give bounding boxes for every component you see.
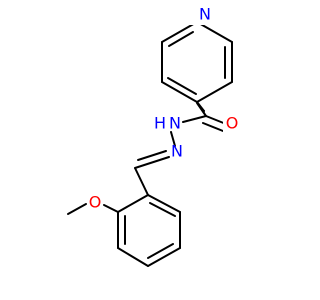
hydrazone-linkage (134, 131, 176, 196)
amide-nitrogen-label: N (169, 114, 181, 133)
bond-c-o-2 (202, 122, 224, 132)
bond-c6-n-inner (168, 31, 194, 47)
atom-labels: N O N H N O (89, 5, 239, 212)
bond-b3-b4 (147, 247, 181, 267)
amide-hydrogen-label: H (154, 114, 166, 133)
bond-c6-n (161, 21, 198, 43)
bond-ring-carbonyl-c (196, 102, 207, 117)
pyridine-ring (161, 21, 233, 103)
bond-c3-c4 (196, 81, 233, 103)
amide-group (182, 101, 227, 132)
bond-c4-c5-inner (167, 77, 197, 95)
bond-n-c2 (196, 21, 233, 43)
bond-c4-c5 (161, 81, 198, 103)
bond-n-ch-2 (137, 150, 167, 161)
bond-ch-aryl (134, 167, 149, 196)
carbonyl-oxygen-label: O (226, 114, 239, 133)
bond-b3-b4-inner (147, 243, 174, 259)
methoxy-oxygen-label: O (89, 193, 102, 212)
bond-b4-b5 (117, 247, 149, 267)
bond-b1-b2 (147, 194, 181, 213)
bond-o-ch3 (67, 203, 87, 215)
benzene-ring (117, 194, 181, 267)
bond-c-o-1 (205, 115, 227, 125)
pyridine-nitrogen-label: N (199, 5, 211, 24)
structure-drawing: N O N H N O (67, 5, 239, 267)
bond-ring-o (103, 204, 119, 213)
molecule-canvas: N O N H N O (67, 5, 239, 267)
bond-n-ch-1 (134, 156, 170, 169)
bond-b1-b2-inner (149, 202, 176, 217)
bond-nh-n (170, 131, 176, 147)
imine-nitrogen-label: N (171, 142, 183, 161)
methoxy-group (67, 203, 119, 215)
bond-b6-b1 (117, 194, 149, 213)
bond-c-n-amide (182, 115, 207, 123)
